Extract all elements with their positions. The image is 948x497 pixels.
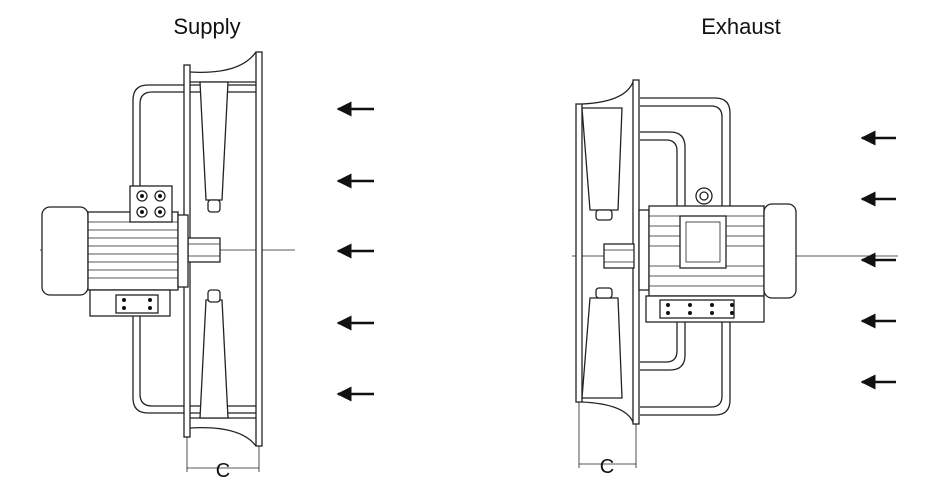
exhaust-terminal-box	[679, 215, 727, 269]
exhaust-title: Exhaust	[701, 14, 781, 39]
supply-hub	[187, 237, 221, 263]
exhaust-lower-blade	[581, 297, 623, 399]
exhaust-dimension-label: C	[600, 456, 614, 478]
supply-dimension-label: C	[216, 460, 230, 482]
supply-upper-blade	[199, 81, 229, 201]
exhaust-hub	[603, 243, 635, 269]
supply-flange	[255, 51, 263, 447]
supply-motor-flange	[177, 214, 189, 288]
supply-motor-end-cap	[41, 206, 89, 296]
exhaust-fan-drawing: Exhaust	[572, 14, 898, 478]
exhaust-upper-blade	[581, 107, 623, 211]
supply-lower-blade	[199, 299, 229, 419]
supply-title: Supply	[173, 14, 240, 39]
exhaust-flange	[575, 103, 583, 403]
supply-fan-drawing: Supply	[40, 14, 374, 482]
exhaust-motor-end-cap	[763, 203, 797, 299]
supply-terminal-box	[129, 185, 173, 223]
exhaust-motor-flange	[638, 209, 650, 291]
